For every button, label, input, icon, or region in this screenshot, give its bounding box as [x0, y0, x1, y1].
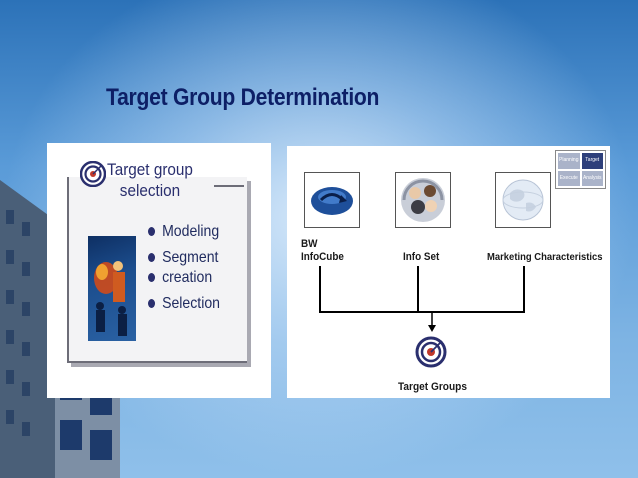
- bullet-segment: Segment: [148, 248, 245, 268]
- mini-cell-analysis: Analysis: [581, 170, 603, 186]
- process-mini-table: Planning Target Execute Analysis: [555, 150, 606, 189]
- selection-heading-line1: Target group: [107, 160, 193, 179]
- mini-cell-execute: Execute: [558, 170, 580, 186]
- slide-title: Target Group Determination: [106, 84, 380, 111]
- mini-cell-target: Target: [581, 153, 603, 169]
- bullet-creation-text: creation: [162, 269, 213, 286]
- selection-heading: Target group selection: [105, 159, 195, 201]
- card-top-rule: [214, 185, 244, 187]
- bullet-modeling: Modeling: [148, 222, 245, 242]
- source-label-bw: BW: [301, 238, 318, 250]
- mini-cell-planning: Planning: [558, 153, 580, 169]
- source-label-info-set: Info Set: [403, 251, 440, 263]
- target-groups-label: Target Groups: [398, 381, 467, 393]
- bw-infocube-thumbnail: [304, 172, 360, 228]
- target-groups-diagram: Planning Target Execute Analysis: [287, 146, 610, 398]
- info-set-thumbnail: [395, 172, 451, 228]
- globe-arrow-icon: [311, 187, 353, 215]
- marketing-characteristics-thumbnail: [495, 172, 551, 228]
- target-icon: [80, 161, 106, 187]
- source-label-marketing: Marketing Characteristics: [487, 251, 603, 263]
- selection-bullets: Modeling Segment creation Selection: [148, 222, 258, 320]
- bullet-creation-continued: creation: [148, 268, 245, 288]
- selection-heading-line2: selection: [119, 181, 181, 200]
- people-photo: [88, 236, 136, 341]
- source-label-infocube: InfoCube: [301, 251, 344, 263]
- world-globe-icon: [502, 179, 544, 221]
- connector-lines: [319, 266, 525, 332]
- bullet-selection: Selection: [148, 294, 245, 314]
- people-group-icon: [401, 178, 445, 222]
- target-groups-icon: [415, 336, 447, 368]
